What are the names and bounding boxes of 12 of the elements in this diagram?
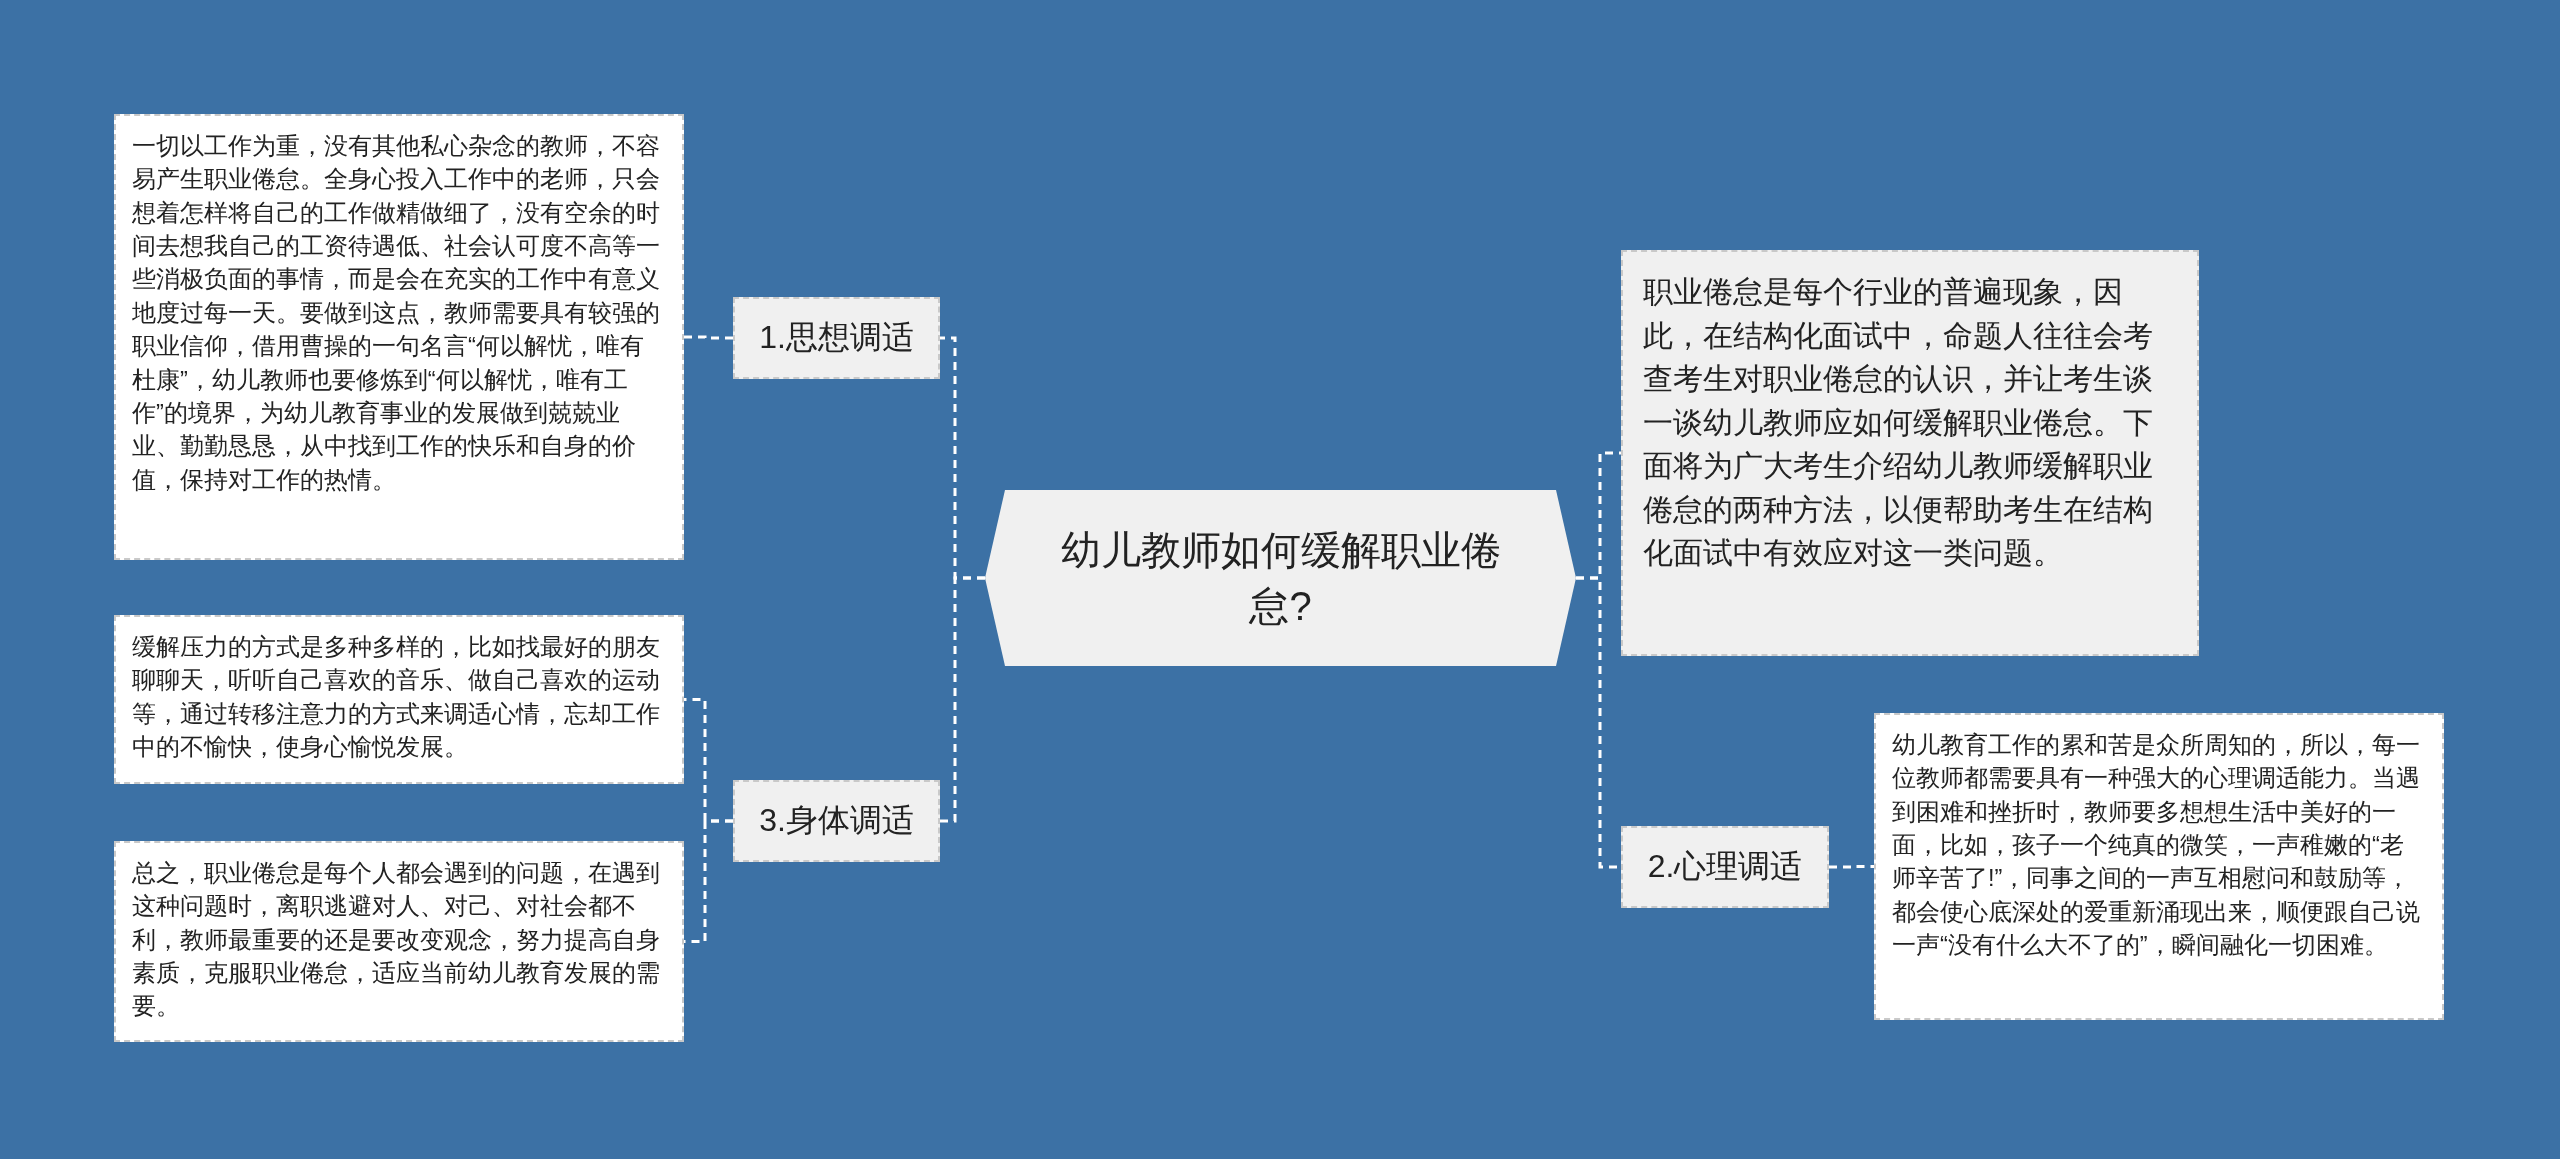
text-box: 一切以工作为重，没有其他私心杂念的教师，不容易产生职业倦怠。全身心投入工作中的老师，只会想着怎样将自己的工作做精做细了，没有空余的时间去想我自己的工资待遇低、社会认可度不高等一些消极负面的事情，而是会在充实的工作中有意义地度过每一天。要做到这点，教师需要具有较强的职业信仰，借用曹操的一句名言“何以解忧，唯有杜康”，幼儿教师也要修炼到“何以解忧，唯有工作”的境界，为幼儿教育事业的发展做到兢兢业业、勤勤恳恳，从中找到工作的快乐和自身的价值，保持对工作的热情。 <box>114 114 684 560</box>
text-box: 缓解压力的方式是多种多样的，比如找最好的朋友聊聊天，听听自己喜欢的音乐、做自己喜欢的运动等，通过转移注意力的方式来调适心情，忘却工作中的不愉快，使身心愉悦发展。 <box>114 615 684 784</box>
connector-line <box>1829 865 1874 869</box>
central-topic: 幼儿教师如何缓解职业倦怠? <box>985 490 1576 666</box>
connector-line <box>684 335 733 340</box>
branch-box: 2.心理调适 <box>1621 826 1829 908</box>
text-box: 职业倦怠是每个行业的普遍现象，因此，在结构化面试中，命题人往往会考查考生对职业倦怠的认识，并让考生谈一谈幼儿教师应如何缓解职业倦怠。下面将为广大考生介绍幼儿教师缓解职业倦怠的两种方法，以便帮助考生在结构化面试中有效应对这一类问题。 <box>1621 250 2199 656</box>
connector-line <box>940 576 985 823</box>
text-box: 总之，职业倦怠是每个人都会遇到的问题，在遇到这种问题时，离职逃避对人、对己、对社会都不利，教师最重要的还是要改变观念，努力提高自身素质，克服职业倦怠，适应当前幼儿教育发展的需要。 <box>114 841 684 1042</box>
branch-box: 1.思想调适 <box>733 297 940 379</box>
branch-box: 3.身体调适 <box>733 780 940 862</box>
text-box: 幼儿教育工作的累和苦是众所周知的，所以，每一位教师都需要具有一种强大的心理调适能力。当遇到困难和挫折时，教师要多想想生活中美好的一面，比如，孩子一个纯真的微笑，一声稚嫩的“老师辛苦了!”，同事之间的一声互相慰问和鼓励等，都会使心底深处的爱重新涌现出来，顺便跟自己说一声“没有什么大不了的”，瞬间融化一切困难。 <box>1874 713 2444 1020</box>
